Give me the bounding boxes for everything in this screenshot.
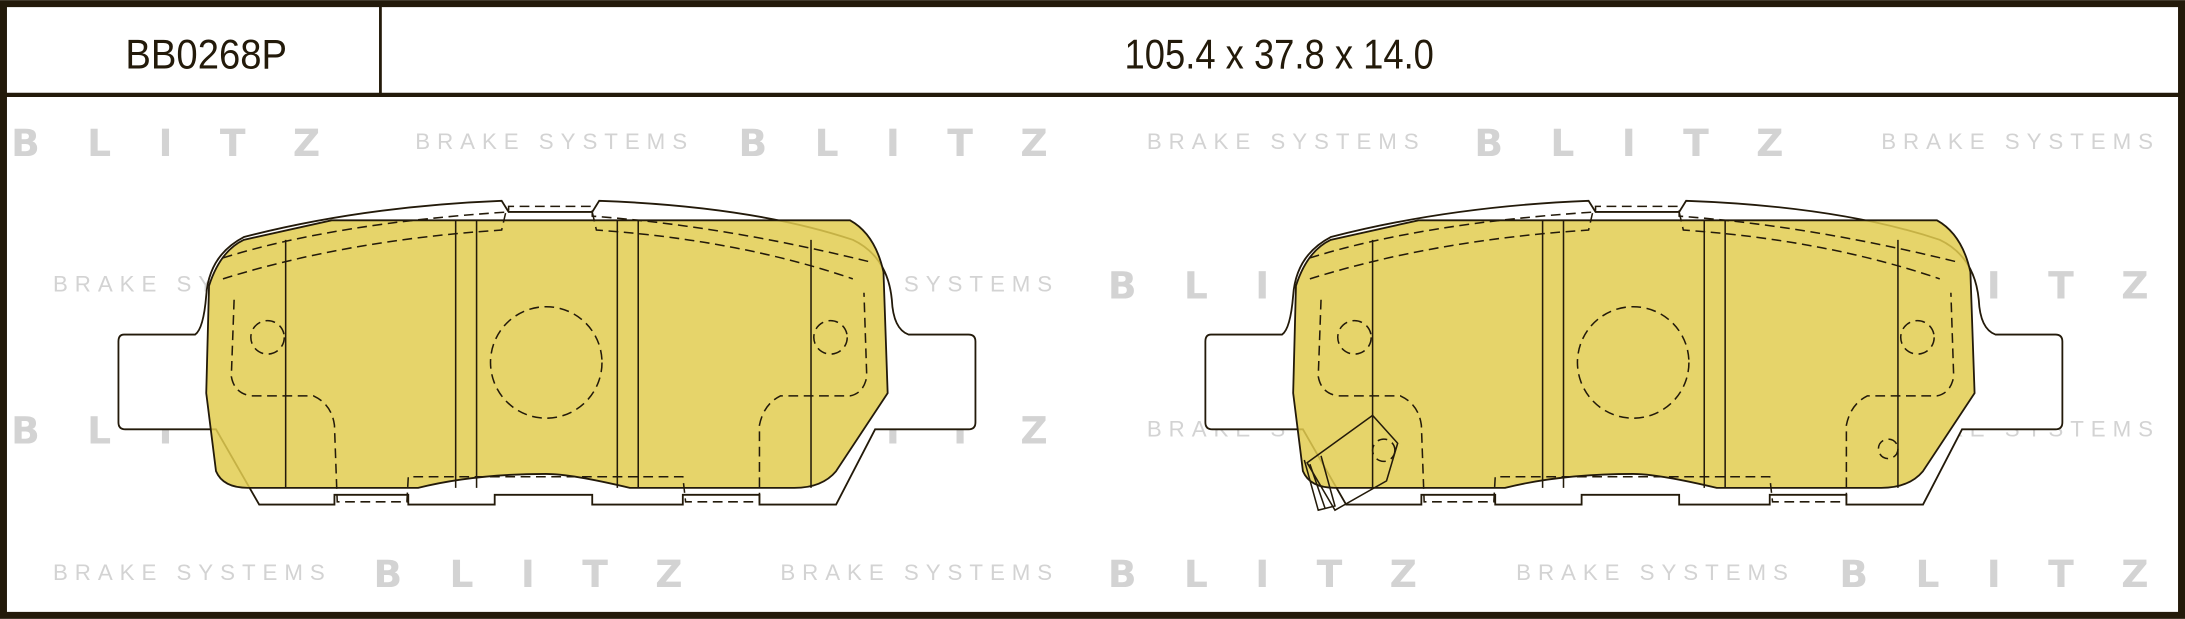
watermark-tagline: BRAKE SYSTEMS — [1147, 129, 1426, 154]
watermark-tagline: BRAKE SYSTEMS — [1881, 129, 2160, 154]
watermark-tagline: BRAKE SYSTEMS — [780, 560, 1059, 585]
watermark-logo: BLITZ — [739, 121, 1095, 165]
wear-sensor-tab — [1306, 414, 1399, 512]
watermark-tagline: BRAKE SYSTEMS — [53, 560, 332, 585]
wear-sensor-connector — [1303, 455, 1336, 512]
watermark-tagline: BRAKE SYSTEMS — [415, 129, 694, 154]
watermark-logo: BLITZ — [373, 552, 729, 596]
watermark-logo: BLITZ — [1839, 552, 2185, 596]
watermark-logo: BLITZ — [1474, 121, 1830, 165]
dimensions: 105.4 x 37.8 x 14.0 — [1125, 30, 1434, 77]
sensor-hole — [1371, 438, 1396, 463]
sensor-hole — [1877, 438, 1899, 460]
brake-pad-left — [117, 199, 977, 506]
watermark-tagline: BRAKE SYSTEMS — [1516, 560, 1795, 585]
watermark-logo: BLITZ — [11, 121, 367, 165]
watermark-logo: BLITZ — [1108, 552, 1464, 596]
part-number: BB0268P — [125, 30, 287, 77]
brake-pad-right — [1204, 199, 2064, 512]
